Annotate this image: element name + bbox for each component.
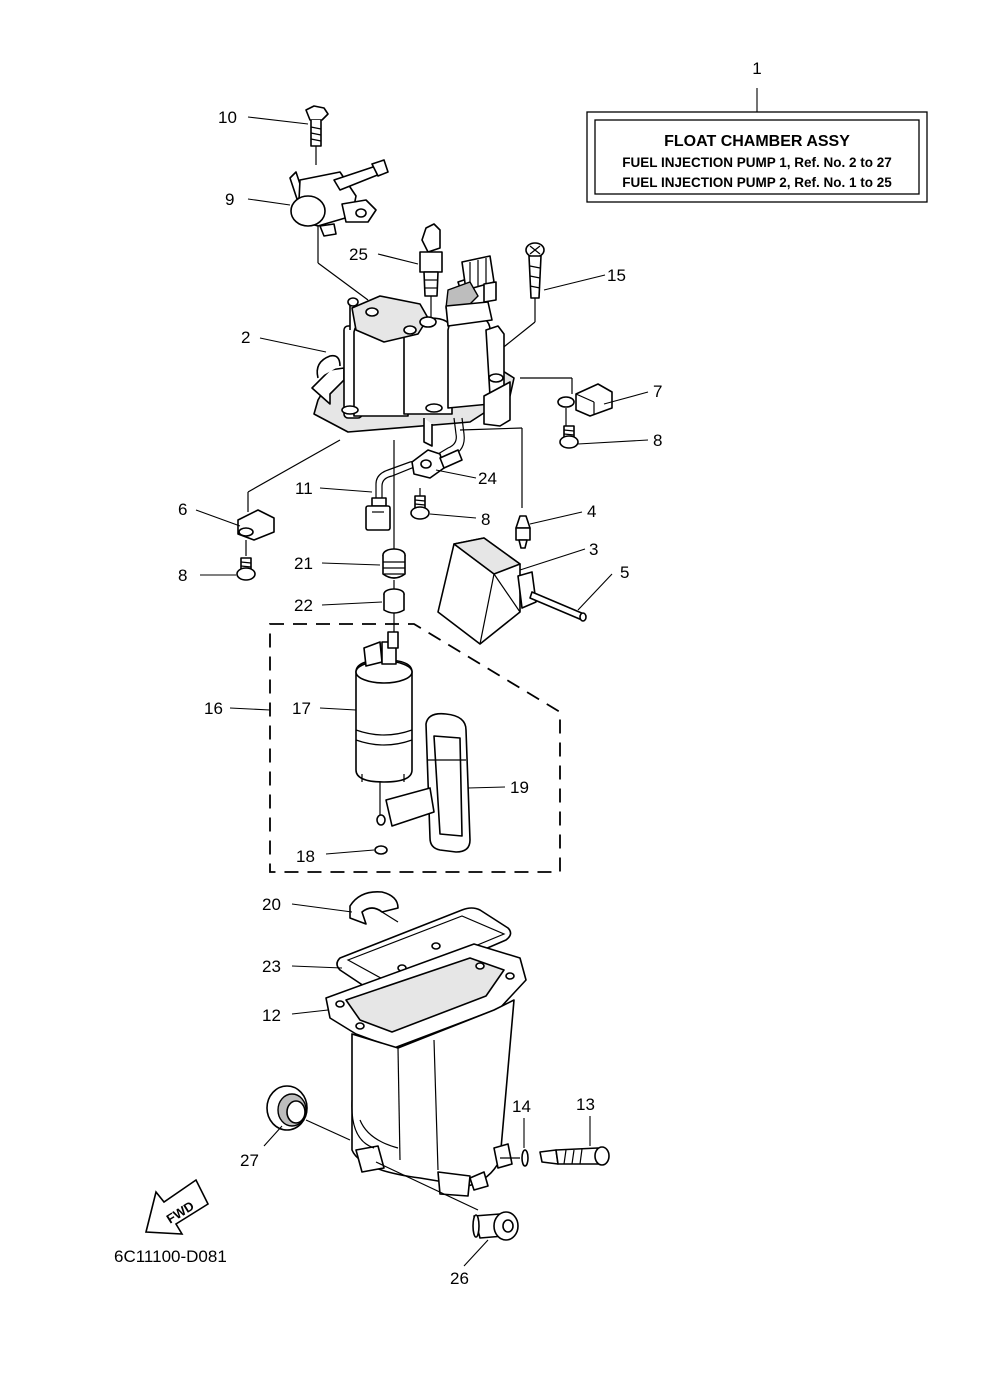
- callout-11: 11: [295, 479, 313, 498]
- part-27-grommet: [266, 1085, 351, 1141]
- callout-12: 12: [262, 1006, 281, 1025]
- part-6-bracket: [237, 509, 275, 541]
- callout-24: 24: [478, 469, 497, 488]
- part-23-gasket: [336, 907, 512, 993]
- part-5-pin: [529, 591, 587, 622]
- part-26-drain-plug: [375, 1161, 519, 1241]
- part-2-float-chamber-body: [311, 255, 515, 461]
- callout-8: 8: [653, 431, 662, 450]
- part-3-float: [437, 537, 537, 645]
- callout-21: 21: [294, 554, 313, 573]
- callout-25: 25: [349, 245, 368, 264]
- part-17-fuel-pump: [355, 631, 413, 783]
- callout-2: 2: [241, 328, 250, 347]
- assembly-guide-lines: [245, 377, 573, 818]
- part-12-float-bowl: [325, 943, 527, 1197]
- callout-labels: 1 10 9 25 15 2 7 8 11 24 8 4 6 3 5 8 21 …: [178, 59, 762, 1288]
- callout-15: 15: [607, 266, 626, 285]
- part-8-bolt-a: [559, 425, 579, 449]
- fwd-arrow-icon: FWD: [144, 1178, 210, 1235]
- info-box-title: FLOAT CHAMBER ASSY: [664, 133, 850, 150]
- callout-22: 22: [294, 596, 313, 615]
- part-24-clamp: [411, 449, 463, 479]
- callout-leaders: [195, 116, 649, 1267]
- callout-8: 8: [481, 510, 490, 529]
- part-14-o-ring: [500, 1149, 529, 1167]
- callout-20: 20: [262, 895, 281, 914]
- info-box-line-2: FUEL INJECTION PUMP 2, Ref. No. 1 to 25: [622, 175, 892, 190]
- part-4-needle-valve: [515, 515, 531, 549]
- part-8-bolt-c: [236, 557, 256, 581]
- callout-6: 6: [178, 500, 187, 519]
- callout-27: 27: [240, 1151, 259, 1170]
- part-15-screw: [499, 242, 545, 372]
- part-11-harness: [365, 457, 433, 531]
- callout-18: 18: [296, 847, 315, 866]
- callout-13: 13: [576, 1095, 595, 1114]
- part-16-pump-assembly: [269, 623, 561, 873]
- callout-19: 19: [510, 778, 529, 797]
- part-21-filter: [382, 548, 406, 579]
- info-box-line-1: FUEL INJECTION PUMP 1, Ref. No. 2 to 27: [622, 155, 892, 170]
- callout-17: 17: [292, 699, 311, 718]
- part-18-o-ring: [374, 814, 388, 855]
- part-8-bolt-b: [410, 495, 430, 520]
- part-9-pressure-regulator: [289, 159, 389, 301]
- callout-9: 9: [225, 190, 234, 209]
- part-10-bolt: [305, 105, 329, 165]
- part-25-fitting: [419, 223, 443, 318]
- drawing-code: 6C11100-D081: [114, 1247, 227, 1266]
- callout-16: 16: [204, 699, 223, 718]
- callout-3: 3: [589, 540, 598, 559]
- callout-7: 7: [653, 382, 662, 401]
- callout-10: 10: [218, 108, 237, 127]
- callout-8: 8: [178, 566, 187, 585]
- callout-14: 14: [512, 1097, 531, 1116]
- callout-4: 4: [587, 502, 596, 521]
- callout-5: 5: [620, 563, 629, 582]
- callout-1: 1: [752, 59, 761, 78]
- callout-26: 26: [450, 1269, 469, 1288]
- info-box: FLOAT CHAMBER ASSY FUEL INJECTION PUMP 1…: [586, 88, 928, 203]
- part-13-screw: [539, 1146, 610, 1166]
- part-20-clip: [349, 890, 399, 925]
- part-19-strainer: [385, 712, 471, 853]
- part-7-bracket: [557, 383, 613, 417]
- part-22-collar: [383, 588, 405, 614]
- callout-23: 23: [262, 957, 281, 976]
